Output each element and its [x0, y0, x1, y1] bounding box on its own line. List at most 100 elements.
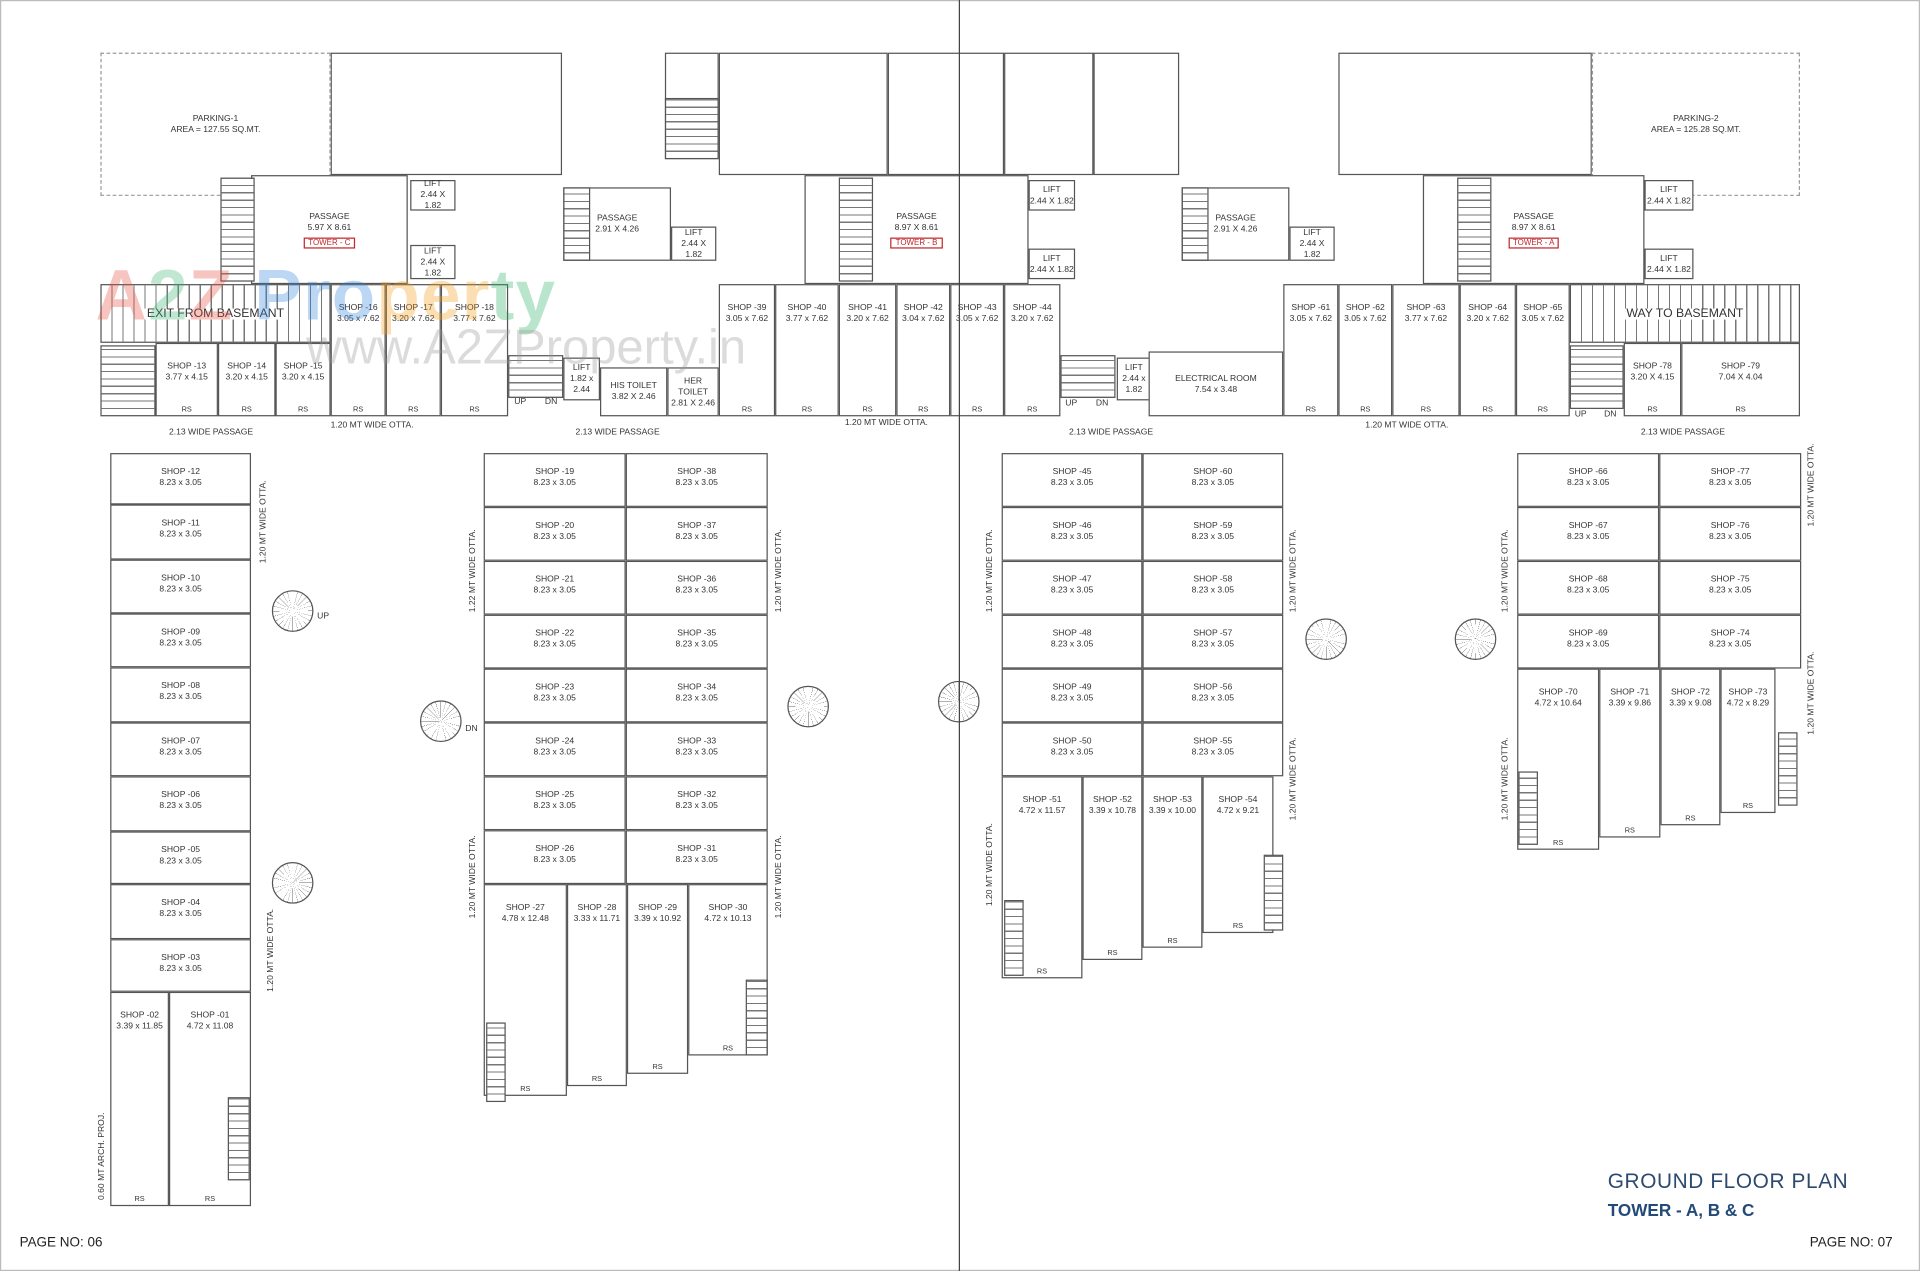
staircase-icon	[1263, 854, 1284, 931]
page-number-left: PAGE NO: 06	[19, 1235, 103, 1251]
shop-name: SHOP -44	[1012, 303, 1052, 313]
page-divider	[958, 0, 961, 1271]
lift-name: LIFT	[1125, 363, 1143, 373]
stair-direction-label: UP	[1065, 399, 1078, 408]
stair-direction-label: UP	[1574, 410, 1587, 419]
rolling-shutter-label: RS	[1647, 406, 1658, 414]
exit-from-basement-ramp-name: EXIT FROM BASEMANT	[144, 307, 287, 320]
rolling-shutter-label: RS	[652, 1064, 663, 1072]
circulation-label: 1.20 MT WIDE OTTA.	[1289, 737, 1298, 821]
building-block	[887, 52, 1005, 176]
building-block	[1338, 52, 1592, 176]
his-toilet-size: 3.82 X 2.46	[611, 393, 656, 402]
passage-name: PASSAGE	[596, 214, 638, 223]
spiral-staircase-icon	[787, 685, 829, 728]
staircase-icon	[227, 1097, 250, 1181]
shop-size: 3.20 x 7.62	[392, 314, 435, 324]
shop-size: 8.23 x 3.05	[1708, 478, 1752, 488]
rolling-shutter-label: RS	[801, 406, 813, 414]
shop-name: SHOP -68	[1568, 575, 1608, 585]
shop-size: 8.23 x 3.05	[1191, 748, 1235, 757]
passage-size: 8.97 X 8.61	[894, 223, 939, 233]
shop-name: SHOP -41	[848, 303, 888, 313]
circulation-label: 1.20 MT WIDE OTTA.	[985, 529, 995, 613]
rolling-shutter-label: RS	[972, 406, 983, 414]
circulation-label: 1.20 MT WIDE OTTA.	[985, 823, 995, 907]
shop-name: SHOP -59	[1193, 521, 1233, 531]
lift-size: 2.44 X 1.82	[420, 191, 446, 211]
exit-from-basement-ramp: EXIT FROM BASEMANT	[100, 284, 331, 343]
lift-name: LIFT	[572, 363, 591, 373]
shop-name: SHOP -07	[161, 737, 201, 746]
shop-size: 3.39 x 10.78	[1088, 806, 1137, 816]
circulation-label: 0.60 MT ARCH. PROJ.	[97, 1112, 107, 1201]
shop-size: 8.23 x 3.05	[1050, 640, 1094, 649]
rolling-shutter-label: RS	[353, 406, 364, 414]
shop-size: 3.77 x 7.62	[785, 314, 829, 324]
shop-name: SHOP -51	[1022, 795, 1062, 805]
shop-size: 3.20 x 7.62	[846, 314, 889, 324]
shop-size: 8.23 x 3.05	[533, 532, 576, 542]
shop-name: SHOP -53	[1152, 795, 1192, 805]
shop-size: 8.23 x 3.05	[1191, 478, 1235, 488]
shop-name: SHOP -62	[1345, 303, 1385, 313]
shop-name: SHOP -73	[1728, 688, 1768, 697]
shop-size: 8.23 x 3.05	[1566, 478, 1610, 488]
shop-name: SHOP -05	[161, 846, 201, 855]
shop-name: SHOP -52	[1092, 795, 1132, 805]
staircase-icon	[1518, 771, 1538, 845]
shop-size: 4.72 x 8.29	[1726, 699, 1770, 708]
passage-size: 2.91 X 4.26	[595, 225, 640, 234]
shop-size: 8.23 x 3.05	[1566, 532, 1610, 542]
lift-name: LIFT	[684, 228, 703, 237]
passage-name: PASSAGE	[1513, 212, 1554, 222]
shop-name: SHOP -47	[1052, 575, 1092, 585]
shop-name: SHOP -17	[393, 303, 433, 313]
shop-name: SHOP -39	[727, 303, 767, 313]
rolling-shutter-label: RS	[1742, 803, 1754, 811]
parking-area-size: AREA = 127.55 SQ.MT.	[170, 125, 261, 135]
shop-name: SHOP -08	[161, 682, 201, 691]
shop-size: 8.23 x 3.05	[1191, 532, 1235, 542]
shop-name: SHOP -37	[677, 521, 717, 531]
shop-size: 8.23 x 3.05	[533, 478, 576, 488]
shop-name: SHOP -57	[1193, 629, 1233, 638]
shop-name: SHOP -64	[1468, 303, 1508, 313]
lift-name: LIFT	[1660, 254, 1678, 263]
rolling-shutter-label: RS	[297, 406, 309, 414]
shop-size: 8.23 x 3.05	[159, 478, 202, 488]
her-toilet-size: 2.81 X 2.46	[671, 398, 715, 408]
circulation-label: 1.20 MT WIDE OTTA.	[1289, 529, 1298, 613]
spiral-staircase-icon	[271, 862, 314, 904]
staircase-icon	[486, 1022, 506, 1103]
shop-name: SHOP -46	[1052, 521, 1092, 531]
staircase-icon	[838, 177, 874, 282]
shop-name: SHOP -31	[677, 844, 717, 854]
shop-size: 4.78 x 12.48	[501, 914, 549, 924]
shop-name: SHOP -48	[1052, 629, 1092, 638]
